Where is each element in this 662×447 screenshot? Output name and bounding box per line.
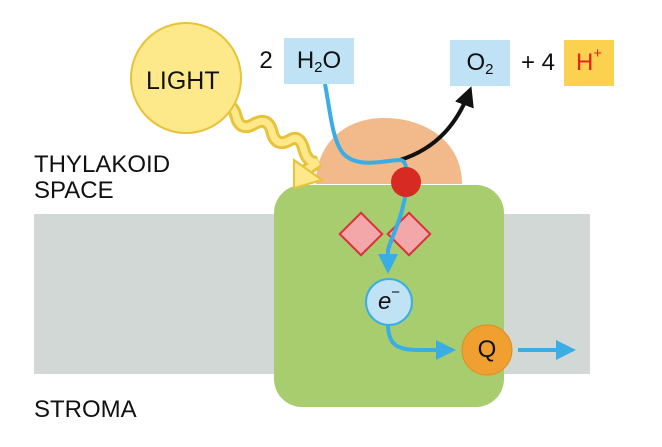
stroma-label: STROMA [34, 396, 137, 423]
electron-to-quinone-path [386, 323, 456, 360]
thylakoid-label-line1: THYLAKOID [34, 151, 171, 178]
electron-e: e [377, 288, 392, 315]
oxygen-evolving-cap [316, 118, 462, 184]
electron-circle [365, 278, 413, 326]
electron-superscript: − [391, 283, 401, 301]
proton-superscript: + [593, 44, 603, 62]
water-coefficient: 2 [259, 47, 273, 74]
quinone-label: Q [477, 336, 497, 363]
water-box [284, 38, 354, 84]
oxygen-subscript: 2 [485, 60, 494, 78]
thylakoid-label-line2: SPACE [34, 177, 114, 204]
water-subscript: 2 [314, 58, 323, 76]
plus-four: + 4 [520, 49, 556, 76]
quinone-circle [461, 324, 513, 376]
thylakoid-space-label: THYLAKOID SPACE [34, 152, 170, 204]
oxygen-box [450, 40, 510, 86]
light-wave-arrow-inner [214, 101, 320, 174]
light-label: LIGHT [146, 67, 220, 95]
light-sun [130, 22, 242, 134]
path-over-pigment [386, 205, 405, 251]
light-arrow-head [293, 158, 325, 190]
electron-label: e− [366, 279, 412, 325]
proton-formula: H+ [564, 40, 614, 86]
oxygen-o: O [466, 49, 486, 76]
water-h: H [296, 47, 315, 74]
manganese-center [391, 167, 421, 197]
proton-box [564, 40, 614, 86]
oxygen-arrow [399, 86, 474, 162]
proton-h: H [575, 49, 594, 76]
pigment-left [338, 211, 384, 257]
water-o: O [322, 47, 342, 74]
